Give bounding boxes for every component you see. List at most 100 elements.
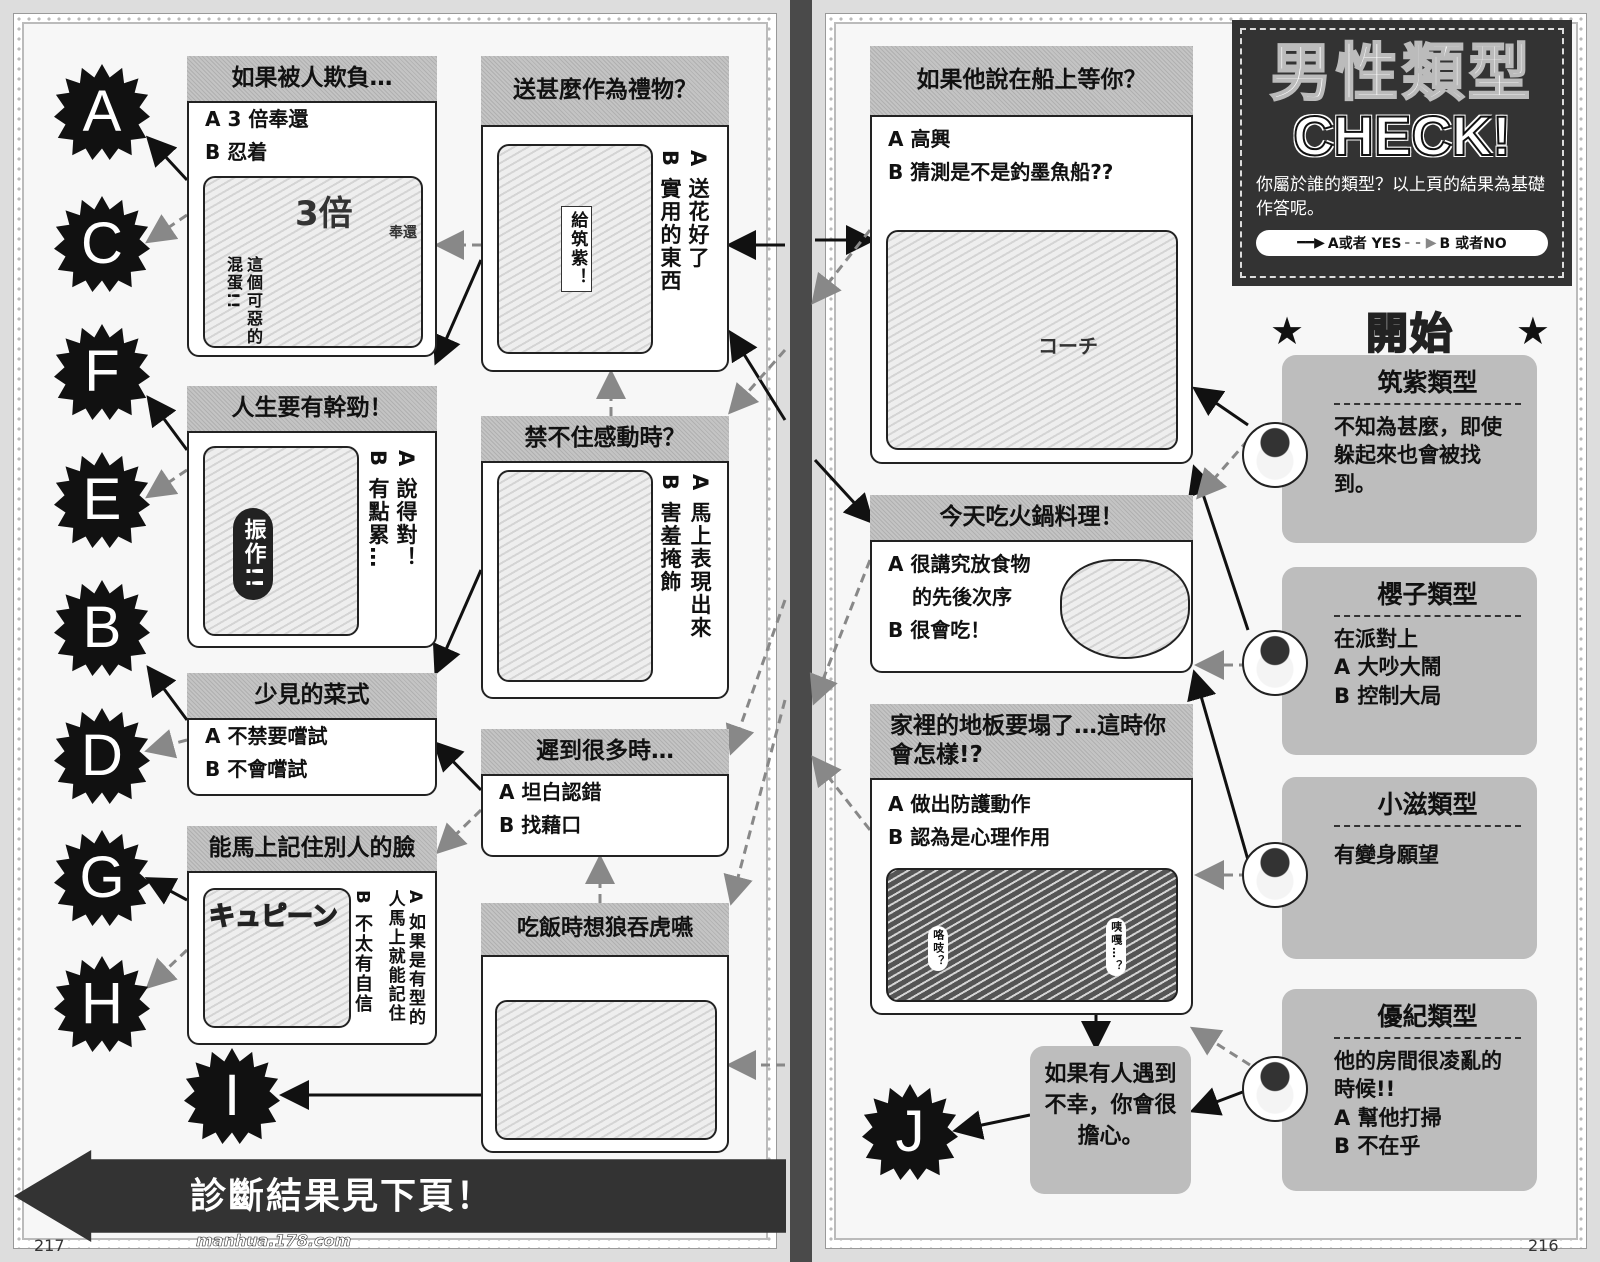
type-name: 筑紫類型 [1334,363,1521,405]
option-b: B 很會吃！ [888,617,991,642]
question-title: 能馬上記住別人的臉 [187,826,437,873]
question-misfortune: 如果有人遇到不幸，你會很擔心。 [1030,1046,1191,1194]
option-b: B 控制大局 [1334,683,1442,708]
title-main: 男性類型 [1269,36,1534,109]
question-title: 禁不住感動時？ [481,416,729,463]
question-title: 吃飯時想狼吞虎嚥 [481,903,729,957]
sfx-text: キュピーン [208,901,338,933]
type-text: 不知為甚麼，即使躲起來也會被找到。 [1334,415,1502,496]
option-a: A 馬上表現出來 [688,474,712,640]
illustration: 咯吱？ 咦嘎…？ [886,868,1178,1002]
legend-b: B 或者NO [1439,235,1507,252]
speech-text: 咦嘎…？ [1106,918,1126,976]
question-title: 今天吃火鍋料理！ [870,495,1193,542]
question-hotpot: 今天吃火鍋料理！ A 很講究放食物 的先後次序 B 很會吃！ [870,495,1193,673]
question-title: 如果被人欺負… [187,56,437,103]
question-title: 家裡的地板要塌了…這時你會怎樣!? [870,704,1193,780]
star-icon: ★ [1515,308,1550,353]
option-a: A 很講究放食物 [888,551,1031,576]
avatar-tsukushi [1242,422,1308,488]
question-boat: 如果他說在船上等你？ A 高興 B 猜測是不是釣墨魚船?? コーチ [870,46,1193,464]
type-name: 優紀類型 [1334,997,1521,1039]
option-a: A 高興 [888,126,951,151]
option-b: B 找藉口 [499,812,582,837]
solid-arrow-icon: ━━▶ [1297,234,1325,251]
question-floor-collapse: 家裡的地板要塌了…這時你會怎樣!? A 做出防護動作 B 認為是心理作用 咯吱？… [870,704,1193,1015]
option-a: A 如果是有型的人馬上就能記住 [384,890,425,1028]
option-b: B 不在乎 [1334,1134,1421,1159]
question-wolf-down: 吃飯時想狼吞虎嚥 [481,903,729,1153]
option-a: A 不禁要嚐試 [205,723,328,748]
illustration: コーチ [886,230,1178,450]
question-motivation: 人生要有幹勁！ 振作!! A 說得對！ B 有點累… [187,386,437,648]
option-b: B 猜測是不是釣墨魚船?? [888,159,1114,184]
type-text: 他的房間很凌亂的時候!! [1334,1049,1502,1102]
type-card-shigeru: 小滋類型 有變身願望 [1282,777,1537,959]
question-unusual-dish: 少見的菜式 A 不禁要嚐試 B 不會嚐試 [187,673,437,796]
avatar-shigeru [1242,842,1308,908]
type-card-tsukushi: 筑紫類型 不知為甚麼，即使躲起來也會被找到。 [1282,355,1537,543]
hotpot-illustration [1060,559,1190,659]
boat-name-text: コーチ [1038,334,1098,358]
option-b: B 不會嚐試 [205,756,308,781]
title-subtitle: 你屬於誰的類型？以上頁的結果為基礎作答呢。 [1256,174,1545,220]
sfx-text: 奉還 [389,225,417,241]
next-page-arrow-banner [14,1150,786,1242]
question-title: 遲到很多時… [481,729,729,776]
option-a: A 大吵大鬧 [1334,655,1442,680]
question-moved: 禁不住感動時？ A 馬上表現出來 B 害羞掩飾 [481,416,729,699]
speech-text: 咯吱？ [928,926,948,971]
illustration: 3倍 奉還 這個可惡的混蛋!! [203,176,423,348]
option-a: A 3 倍奉還 [205,106,309,131]
avatar-sakurako [1242,630,1308,696]
start-label: 開始 [1365,308,1454,359]
illustration [497,470,653,682]
illustration: 振作!! [203,446,359,636]
type-card-yuki: 優紀類型 他的房間很凌亂的時候!! A 幫他打掃 B 不在乎 [1282,989,1537,1191]
question-title: 人生要有幹勁！ [187,386,437,433]
question-title: 少見的菜式 [187,673,437,720]
illustration [495,1000,717,1140]
arrow-legend: ━━▶ A或者 YES - - ▶ B 或者NO [1256,229,1548,256]
question-title: 送甚麼作為禮物？ [481,56,729,127]
option-a: A 幫他打掃 [1334,1105,1442,1130]
page-number-left: 217 [34,1236,65,1255]
type-name: 櫻子類型 [1334,575,1521,617]
option-b: B 有點累… [366,450,390,570]
avatar-yuki [1242,1056,1308,1122]
banner-text: 診斷結果見下頁！ [190,1176,495,1217]
type-name: 小滋類型 [1334,785,1521,827]
option-b: B 忍着 [205,139,268,164]
type-card-sakurako: 櫻子類型 在派對上 A 大吵大鬧 B 控制大局 [1282,567,1537,755]
option-a: A 說得對！ [394,450,418,570]
illustration: 給筑紫！ [497,144,653,354]
legend-a: A或者 YES [1327,235,1402,252]
option-a: A 送花好了 [686,150,710,270]
option-a-continued: 的先後次序 [912,584,1012,609]
option-b: B 害羞掩飾 [658,474,682,594]
question-late: 遲到很多時… A 坦白認錯 B 找藉口 [481,729,729,857]
speech-text: 振作!! [233,508,273,601]
option-b: B 實用的東西 [658,150,682,293]
title-check: CHECK! [1292,104,1512,168]
sfx-text: 3倍 [295,194,353,234]
illustration: キュピーン [203,888,351,1028]
question-bullied: 如果被人欺負… A 3 倍奉還 B 忍着 3倍 奉還 這個可惡的混蛋!! [187,56,437,357]
question-gift: 送甚麼作為禮物？ 給筑紫！ A 送花好了 B 實用的東西 [481,56,729,372]
option-a: A 做出防護動作 [888,791,1031,816]
title-panel: 男性類型 CHECK! 你屬於誰的類型？以上頁的結果為基礎作答呢。 ━━▶ A或… [1232,20,1572,286]
option-b: B 不太有自信 [352,890,373,1014]
card-text: 給筑紫！ [561,206,593,292]
dashed-arrow-icon: - - ▶ [1404,234,1437,251]
question-title: 如果他說在船上等你？ [870,46,1193,117]
type-text: 在派對上 [1334,627,1418,651]
page-number-right: 216 [1528,1236,1559,1255]
type-text: 有變身願望 [1334,843,1439,867]
option-b: B 認為是心理作用 [888,824,1051,849]
star-icon: ★ [1270,308,1305,353]
watermark: manhua.178.com [196,1231,352,1251]
option-a: A 坦白認錯 [499,779,602,804]
speech-text: 這個可惡的混蛋!! [224,256,263,346]
question-remember-faces: 能馬上記住別人的臉 キュピーン A 如果是有型的人馬上就能記住 B 不太有自信 [187,826,437,1045]
start-heading: ★ 開始 ★ [1270,300,1550,361]
